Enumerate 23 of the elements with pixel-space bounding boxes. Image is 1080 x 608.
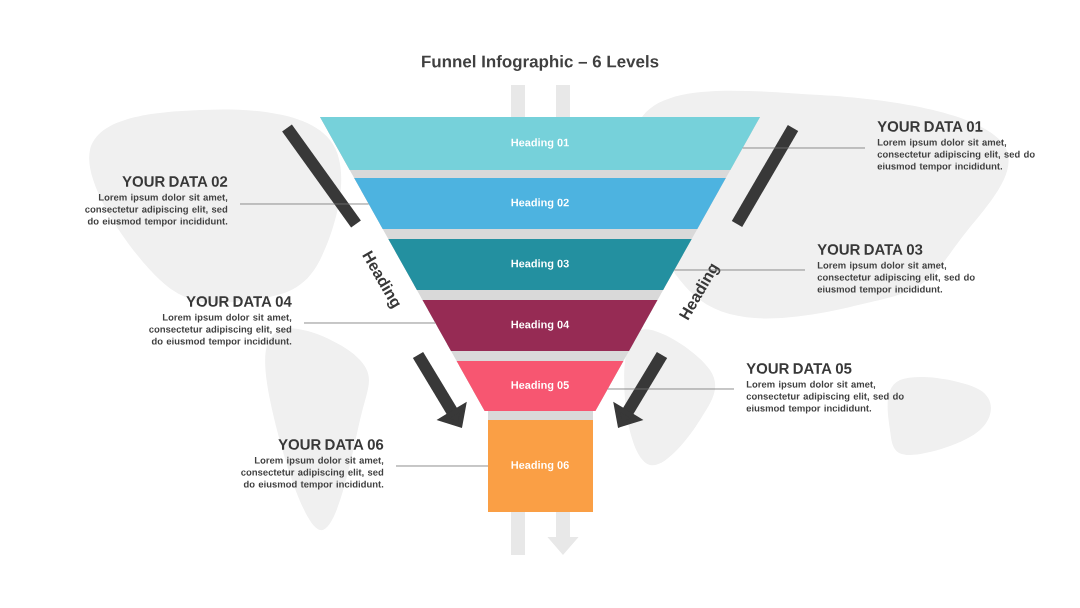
data-heading: YOUR DATA 02 <box>122 176 228 187</box>
funnel-level: Heading 06 <box>488 420 593 512</box>
funnel-level: Heading 04 <box>422 300 658 351</box>
leader-line <box>303 322 436 324</box>
description: Lorem ipsum dolor sit amet, consectetur adipiscing elit, sed do eiusmod tempor incididunt. <box>241 456 384 490</box>
description: Lorem ipsum dolor sit amet, consectetur adipiscing elit, sed do eiusmod tempor incididunt. <box>85 193 228 227</box>
funnel-level: Heading 01 <box>320 117 760 170</box>
description: Lorem ipsum dolor sit amet, consectetur adipiscing elit, sed do eiusmod tempor incididunt. <box>149 313 292 347</box>
leader-line <box>742 147 866 149</box>
data-heading: YOUR DATA 03 <box>817 244 923 255</box>
data-heading: YOUR DATA 04 <box>186 296 292 307</box>
leader-line <box>673 269 806 271</box>
leader-line <box>239 203 370 205</box>
data-heading: YOUR DATA 01 <box>877 121 983 132</box>
funnel-level: Heading 05 <box>456 361 624 411</box>
description: Lorem ipsum dolor sit amet, consectetur adipiscing elit, sed do eiusmod tempor incididunt. <box>877 138 1035 172</box>
leader-line <box>395 465 489 467</box>
description: Lorem ipsum dolor sit amet, consectetur adipiscing elit, sed do eiusmod tempor incididunt. <box>746 380 904 414</box>
data-heading: YOUR DATA 05 <box>746 363 852 374</box>
leader-line <box>607 388 735 390</box>
data-heading: YOUR DATA 06 <box>278 439 384 450</box>
description: Lorem ipsum dolor sit amet, consectetur adipiscing elit, sed do eiusmod tempor incididunt. <box>817 261 975 295</box>
title: Funnel Infographic – 6 Levels <box>422 55 659 71</box>
